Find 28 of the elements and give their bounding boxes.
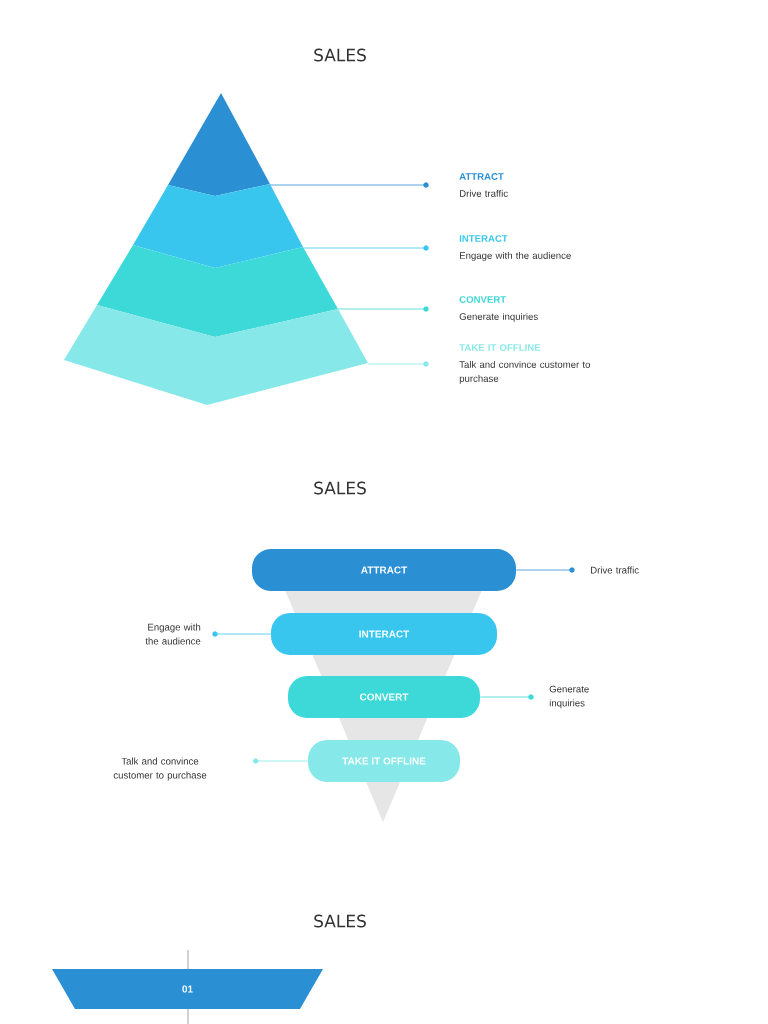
pyramid-layer — [168, 93, 270, 196]
section-title: SALES — [314, 914, 366, 928]
stage-label: TAKE IT OFFLINE Talk and convince customer to purchase — [459, 344, 591, 384]
stage-pill: TAKE IT OFFLINE — [308, 740, 460, 782]
pyramid-layer — [133, 184, 303, 268]
leader-line — [269, 182, 429, 188]
stage-pill: ATTRACT — [252, 549, 516, 591]
stage-description: Drive traffic — [591, 566, 639, 574]
leader-line — [337, 306, 429, 312]
stage-pill: INTERACT — [271, 613, 497, 655]
leader-line — [479, 694, 534, 700]
stage-label: CONVERT Generate inquiries — [459, 296, 538, 322]
stage-description: Generate inquiries — [549, 685, 589, 709]
leader-line — [302, 245, 429, 251]
leader-line — [253, 758, 309, 764]
stage-label: ATTRACT Drive traffic — [459, 173, 508, 197]
step-trapezoid: 01 — [52, 969, 323, 1009]
stage-pill: CONVERT — [288, 676, 480, 718]
pyramid-layer — [97, 245, 338, 337]
leader-line — [367, 361, 429, 367]
stage-description: Talk and convince customer to purchase — [113, 757, 207, 781]
section-title: SALES — [314, 481, 366, 495]
stage-label: INTERACT Engage with the audience — [459, 235, 571, 261]
leader-line — [212, 631, 272, 637]
pyramid-layer — [64, 305, 368, 405]
section-title: SALES — [314, 48, 366, 62]
stage-description: Engage with the audience — [145, 623, 201, 645]
leader-line — [515, 567, 575, 573]
